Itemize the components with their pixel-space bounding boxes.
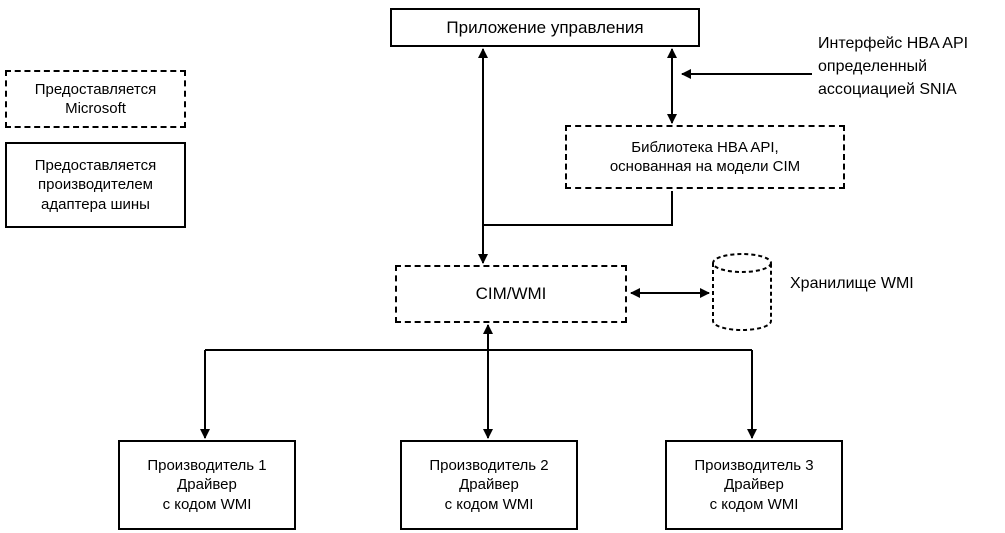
driver-1-line: с кодом WMI	[162, 495, 252, 513]
line-hbalib-elbow	[483, 191, 673, 226]
driver-2-line: Производитель 2	[429, 457, 549, 475]
legend-vendor-line: адаптера шины	[41, 195, 150, 213]
legend-microsoft-line: Microsoft	[65, 100, 126, 117]
legend-vendor-line: Предоставляется	[34, 157, 157, 175]
legend-microsoft-line: Предоставляется	[34, 80, 157, 98]
management-application-label: Приложение управления	[446, 17, 644, 37]
driver-2-line: Драйвер	[459, 476, 519, 494]
hba-library-box: Библиотека HBA API, основанная на модели…	[565, 125, 845, 189]
driver-3-line: Драйвер	[724, 476, 784, 494]
snia-note-line: ассоциацией SNIA	[818, 81, 957, 99]
driver-3-line: Производитель 3	[694, 457, 814, 475]
driver-box-1: Производитель 1 Драйвер с кодом WMI	[118, 440, 296, 530]
hba-library-line: основанная на модели CIM	[609, 158, 801, 175]
snia-note-line: Интерфейс HBA API	[818, 35, 969, 52]
driver-1-line: Драйвер	[177, 476, 237, 494]
cim-wmi-label: CIM/WMI	[475, 284, 547, 304]
driver-1-line: Производитель 1	[147, 457, 267, 475]
legend-vendor-line: производителем	[38, 176, 153, 194]
snia-note-line: определенный	[818, 58, 928, 76]
driver-box-3: Производитель 3 Драйвер с кодом WMI	[665, 440, 843, 530]
driver-3-line: с кодом WMI	[709, 495, 799, 513]
snia-note: Интерфейс HBA API определенный ассоциаци…	[818, 32, 1004, 102]
management-application-box: Приложение управления	[390, 8, 700, 47]
legend-microsoft-box: Предоставляется Microsoft	[5, 70, 186, 128]
wmi-storage-label: Хранилище WMI	[790, 275, 914, 292]
cim-wmi-box: CIM/WMI	[395, 265, 627, 323]
driver-box-2: Производитель 2 Драйвер с кодом WMI	[400, 440, 578, 530]
driver-2-line: с кодом WMI	[444, 495, 534, 513]
wmi-storage-cylinder	[712, 253, 772, 331]
legend-vendor-box: Предоставляется производителем адаптера …	[5, 142, 186, 228]
hba-library-line: Библиотека HBA API,	[631, 138, 779, 156]
